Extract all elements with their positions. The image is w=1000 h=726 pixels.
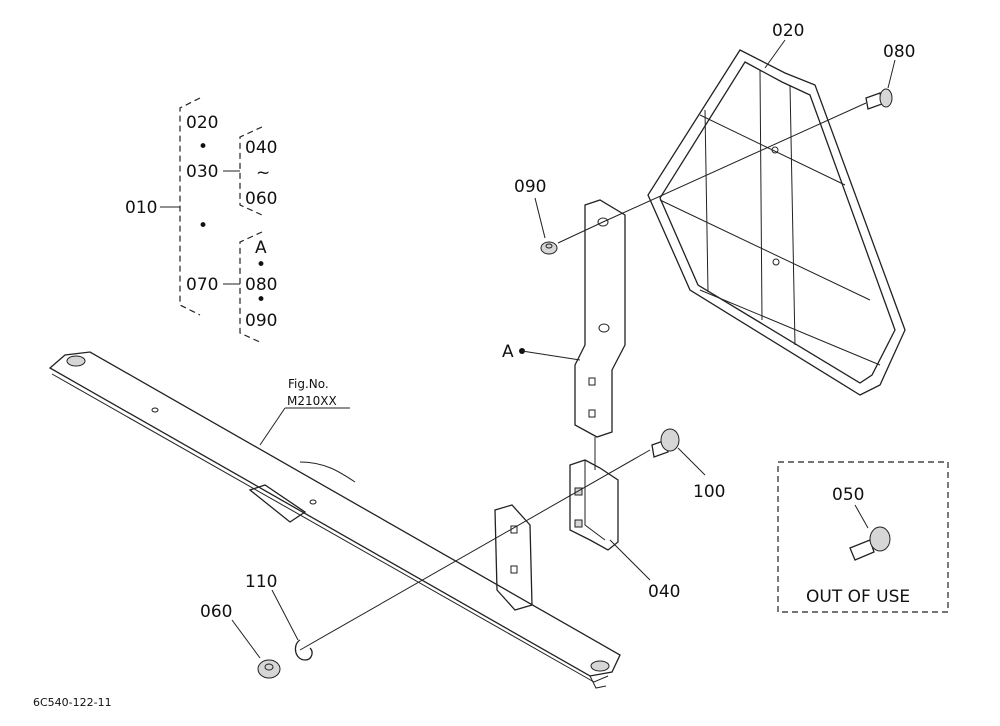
tree-label-070: 070 <box>186 275 218 295</box>
leader-110 <box>271 589 299 641</box>
leader-050 <box>854 504 869 529</box>
mirror-frame-hole <box>771 146 779 154</box>
washer-110-body <box>294 639 313 661</box>
bolt-050-shank <box>849 539 875 561</box>
tree-dot: • <box>256 255 266 275</box>
fig-ref-label: M210XX <box>287 394 337 408</box>
bracket-040-slot <box>574 519 583 528</box>
tree-tilde: ~ <box>256 163 270 183</box>
leader-060 <box>231 619 261 659</box>
nut-060 <box>231 619 281 679</box>
tree-dot: • <box>198 216 208 236</box>
leader-040 <box>609 539 651 581</box>
frame-bar-foot <box>589 675 607 689</box>
mirror-frame-wire <box>659 199 871 301</box>
upright-plate-body <box>494 504 533 611</box>
bolt-080 <box>865 59 896 110</box>
mirror-frame-inner <box>659 61 896 384</box>
label-110: 110 <box>245 572 277 592</box>
tree-label-090: 090 <box>245 311 277 331</box>
stay-plate-slot <box>588 409 596 418</box>
frame-bar <box>48 351 621 689</box>
tree-label-060: 060 <box>245 189 277 209</box>
bracket-040-body <box>569 459 619 551</box>
point-a-callout: A <box>502 342 581 362</box>
mirror-frame-020 <box>647 49 906 396</box>
label-090: 090 <box>514 177 546 197</box>
stay-plate-hole <box>597 217 609 227</box>
point-a-label: A <box>502 342 514 362</box>
assembly-line <box>602 102 867 223</box>
fig-no-label: Fig.No. <box>288 377 329 391</box>
bracket-040-fold <box>584 460 606 541</box>
tree-bracket-070 <box>239 231 263 344</box>
parts-tree: 010 020 • 030 040 ~ 060 • 070 A • 080 • … <box>125 97 277 344</box>
frame-bar-wire <box>299 461 356 483</box>
nut-060-body <box>257 659 281 679</box>
mirror-frame-hole <box>772 258 780 266</box>
tree-label-040: 040 <box>245 138 277 158</box>
tree-bracket-030 <box>239 126 263 216</box>
bolt-100-head <box>660 428 680 452</box>
tree-dot: • <box>198 137 208 157</box>
fig-ref-callout: Fig.No. M210XX <box>259 377 350 446</box>
stay-plate-hole <box>598 323 610 333</box>
tree-label-080: 080 <box>245 275 277 295</box>
nut-060-hole <box>264 663 274 671</box>
leader-080 <box>887 59 896 89</box>
frame-bar-hole <box>309 499 317 505</box>
label-020: 020 <box>772 21 804 41</box>
out-of-use-box: 050 OUT OF USE <box>777 461 949 613</box>
nut-090-hole <box>545 243 553 249</box>
frame-bar-edge <box>51 373 609 683</box>
leader-020 <box>764 39 786 69</box>
out-of-use-border <box>777 461 949 613</box>
bracket-040-slot <box>574 487 583 496</box>
bolt-080-shank <box>865 92 883 110</box>
frame-bar-tab <box>248 484 307 523</box>
leader-100 <box>677 447 706 476</box>
label-040: 040 <box>648 582 680 602</box>
tree-label-030: 030 <box>186 162 218 182</box>
label-100: 100 <box>693 482 725 502</box>
frame-bar-end-hole <box>590 660 610 672</box>
tree-label-010: 010 <box>125 198 157 218</box>
label-050: 050 <box>832 485 864 505</box>
out-of-use-label: OUT OF USE <box>806 587 910 607</box>
drawing-number: 6C540-122-11 <box>33 696 112 709</box>
tree-label-020: 020 <box>186 113 218 133</box>
tree-label-a: A <box>255 238 267 258</box>
bolt-050-head <box>869 526 891 552</box>
label-060: 060 <box>200 602 232 622</box>
frame-bar-hole <box>151 407 159 413</box>
fig-ref-leader <box>259 407 286 446</box>
stay-plate-slot <box>588 377 596 386</box>
stay-plate-body <box>574 199 626 438</box>
leader-090 <box>534 197 546 239</box>
assembly-line <box>557 221 604 244</box>
mirror-frame-wire <box>704 109 709 293</box>
stay-plate <box>574 199 626 470</box>
frame-bar-end-hole <box>66 355 86 367</box>
upright-plate-slot <box>510 565 518 574</box>
point-a-leader <box>521 350 581 361</box>
mirror-frame-wire <box>789 84 796 346</box>
mirror-frame-outer <box>647 49 906 396</box>
washer-110 <box>271 589 313 661</box>
mirror-frame-wire <box>759 69 763 321</box>
label-080: 080 <box>883 42 915 62</box>
assembly-line <box>299 449 651 651</box>
tree-dot: • <box>256 290 266 310</box>
bracket-040 <box>569 459 651 581</box>
nut-090 <box>534 197 558 255</box>
bolt-080-head <box>879 88 893 108</box>
bolt-100 <box>651 428 706 476</box>
mirror-frame-wire <box>699 289 881 366</box>
